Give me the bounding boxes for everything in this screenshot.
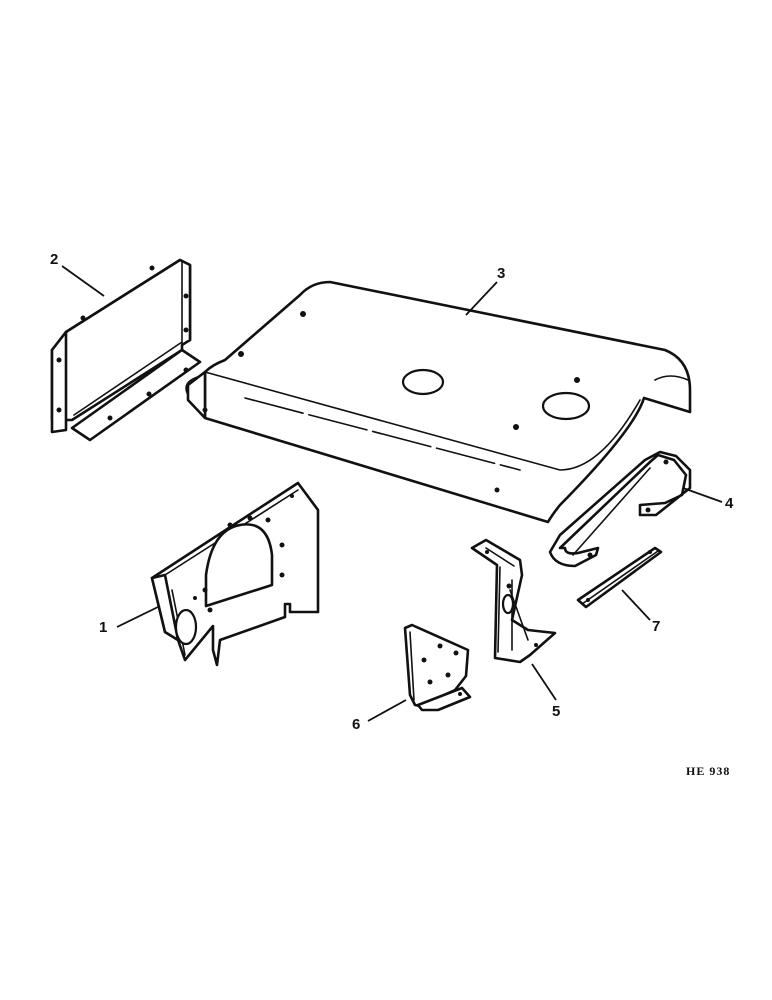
callout-4: 4 — [725, 495, 734, 512]
leader-lines — [61, 265, 723, 722]
leader-6 — [367, 699, 407, 722]
leader-4 — [682, 487, 723, 503]
part-2-side-panel — [50, 258, 202, 442]
callout-5: 5 — [552, 703, 560, 720]
part-1-mounting-plate — [150, 481, 320, 667]
callout-2: 2 — [50, 251, 58, 268]
leader-5 — [531, 663, 557, 701]
callout-7: 7 — [652, 618, 660, 635]
callout-1: 1 — [99, 619, 107, 636]
callout-6: 6 — [352, 716, 360, 733]
part-7-flat-bar — [576, 546, 663, 609]
drawing-id-label: HE 938 — [686, 764, 731, 778]
part-6-corner-bracket — [403, 623, 472, 712]
part-3-hood — [185, 280, 692, 524]
leader-3 — [465, 281, 498, 316]
part-4-strap — [548, 450, 692, 568]
callout-3: 3 — [497, 265, 505, 282]
leader-2 — [61, 265, 105, 297]
part-5-support-bracket — [470, 538, 557, 664]
leader-7 — [621, 589, 651, 621]
leader-1 — [116, 605, 161, 628]
